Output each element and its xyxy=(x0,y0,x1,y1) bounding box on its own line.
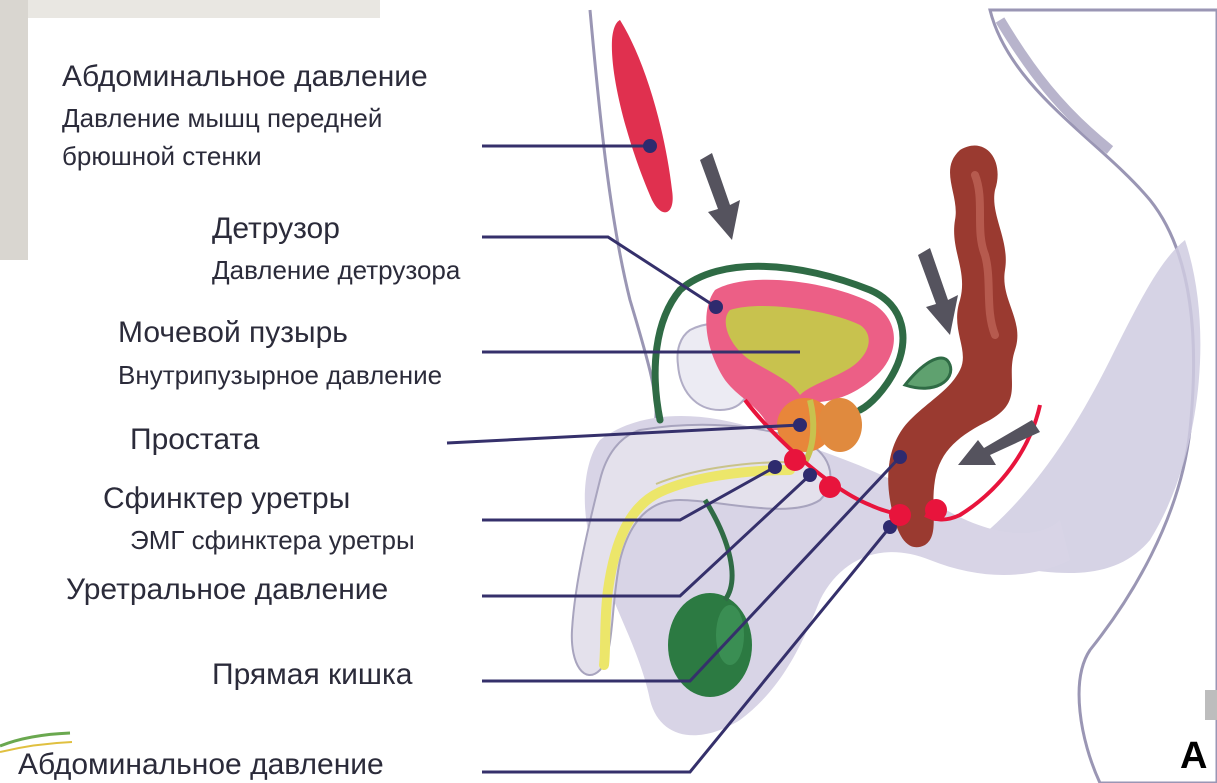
marker-rectum xyxy=(893,450,907,464)
label-detrusor: Детрузор xyxy=(212,214,340,244)
marker-abdominal-wall xyxy=(643,139,657,153)
label-bladder: Мочевой пузырь xyxy=(118,318,348,348)
label-rectum: Прямая кишка xyxy=(212,660,412,690)
label-urethral-pressure: Уретральное давление xyxy=(66,575,388,605)
prostate-lobe-right xyxy=(818,398,862,452)
sphincter-dot-1 xyxy=(784,449,806,471)
label-abdominal-pressure: Абдоминальное давление xyxy=(62,62,428,92)
marker-urethral xyxy=(803,468,817,482)
green-swoosh xyxy=(0,733,70,746)
sphincter-dot-3 xyxy=(889,504,911,526)
label-abdominal-wall-pressure-line2: брюшной стенки xyxy=(62,143,262,169)
label-detrusor-pressure: Давление детрузора xyxy=(212,257,460,283)
label-intravesical-pressure: Внутрипузырное давление xyxy=(118,362,442,388)
leader-detrusor xyxy=(482,237,716,307)
photo-remnant-left xyxy=(0,0,28,260)
rectovesical-pouch xyxy=(905,358,951,388)
label-prostate: Простата xyxy=(130,425,259,455)
panel-letter: A xyxy=(1180,735,1207,778)
label-urethral-sphincter: Сфинктер уретры xyxy=(103,484,350,514)
label-sphincter-emg: ЭМГ сфинктера уретры xyxy=(130,527,415,553)
sphincter-dot-2 xyxy=(819,476,841,498)
label-abdominal-pressure-bottom: Абдоминальное давление xyxy=(18,750,384,780)
edge-fragment-1 xyxy=(1205,690,1217,720)
marker-prostate xyxy=(793,418,807,432)
abdominal-muscle xyxy=(612,20,673,212)
rectum xyxy=(888,146,1017,548)
testis-highlight xyxy=(716,605,744,665)
sphincter-dot-4 xyxy=(925,499,947,521)
marker-detrusor xyxy=(709,300,723,314)
pressure-arrow-abdominal xyxy=(700,153,740,240)
label-abdominal-wall-pressure-line1: Давление мышц передней xyxy=(62,105,382,131)
marker-sphincter xyxy=(768,460,782,474)
photo-remnant-top xyxy=(0,0,380,18)
pressure-arrow-posterior xyxy=(918,248,958,335)
